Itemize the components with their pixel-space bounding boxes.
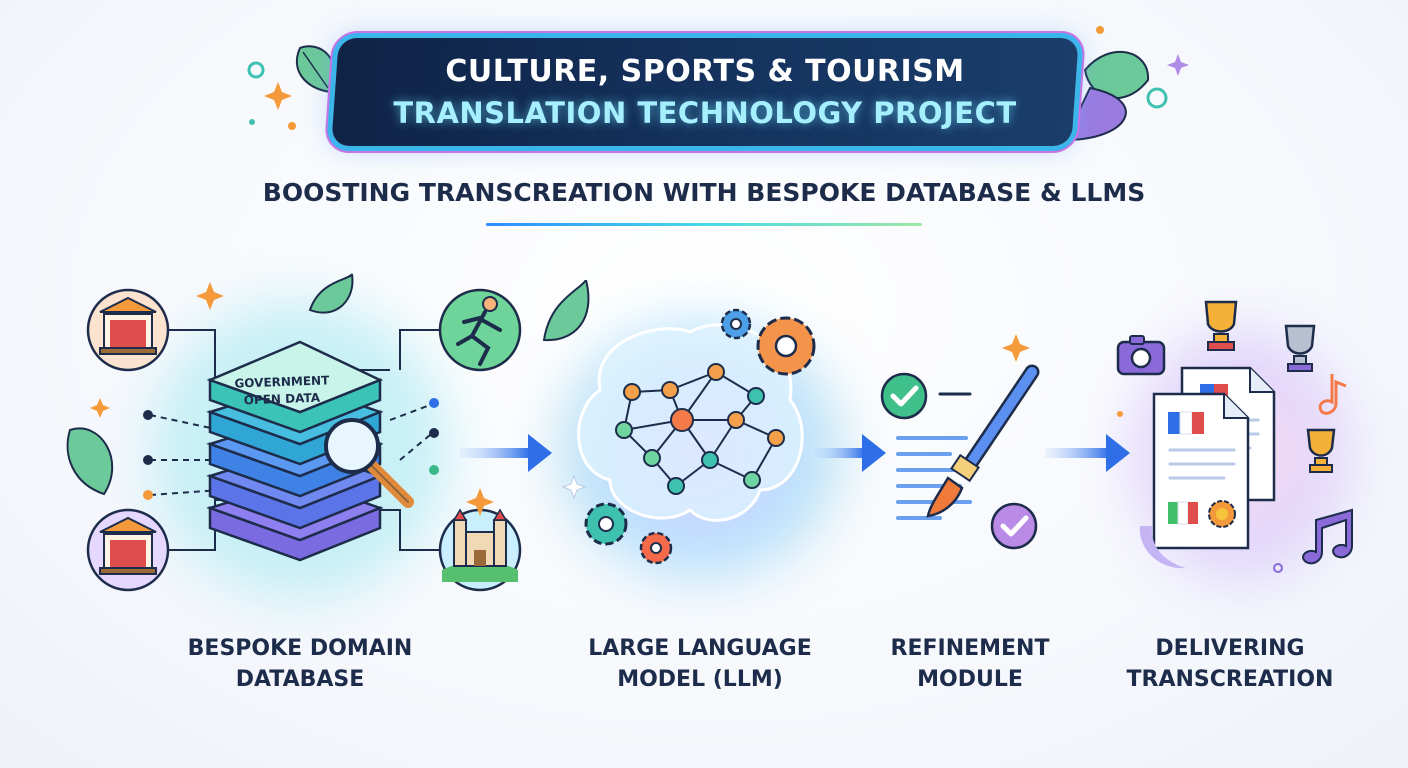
moon-icon	[1139, 526, 1186, 569]
gear-icon	[584, 502, 628, 546]
runner-icon	[438, 288, 522, 372]
db-label-line1: GOVERNMENT	[234, 373, 330, 390]
theater-icon	[86, 288, 170, 372]
document-icon	[1152, 392, 1250, 550]
banner-subtitle: TRANSLATION TECHNOLOGY PROJECT	[393, 96, 1017, 130]
stage-label-database: BESPOKE DOMAIN DATABASE	[120, 633, 480, 695]
page-subtitle: BOOSTING TRANSCREATION WITH BESPOKE DATA…	[262, 178, 1146, 207]
stage-refinement	[880, 334, 1040, 550]
music-note-icon	[1302, 508, 1353, 565]
leaf-icon	[1063, 51, 1150, 142]
arrow-refinement-to-delivery	[1045, 434, 1130, 472]
leaf-icon	[542, 280, 590, 342]
stage-label-llm: LARGE LANGUAGE MODEL (LLM)	[520, 633, 880, 695]
ring-decoration	[247, 61, 265, 79]
leaf-icon	[295, 45, 336, 94]
checkmark-icon	[880, 372, 928, 420]
banner-title: CULTURE, SPORTS & TOURISM	[445, 54, 965, 89]
sparkle-icon	[196, 282, 224, 310]
sparkle-icon	[1167, 54, 1189, 76]
stage-delivery	[1116, 300, 1353, 573]
stage-label-line: BESPOKE DOMAIN	[187, 636, 413, 661]
stage-label-line: MODULE	[917, 667, 1023, 692]
stage-label-line: LARGE LANGUAGE	[588, 636, 812, 661]
trophy-icon	[1284, 324, 1316, 372]
theater-icon	[86, 508, 170, 592]
music-note-icon	[1318, 374, 1347, 415]
castle-icon	[438, 508, 522, 592]
camera-icon	[1116, 335, 1166, 376]
subtitle-underline	[486, 223, 922, 226]
leaf-icon	[66, 427, 114, 496]
arrow-db-to-llm	[460, 434, 552, 472]
stage-label-refinement: REFINEMENT MODULE	[840, 633, 1100, 695]
magnifier-icon	[324, 418, 414, 508]
french-flag-icon	[1168, 411, 1204, 435]
flow-arrows	[460, 434, 1130, 472]
arrow-llm-to-refinement	[815, 434, 886, 472]
db-label-line2: OPEN DATA	[243, 391, 320, 408]
brain-network-icon	[577, 323, 804, 522]
stage-label-line: DELIVERING	[1155, 636, 1305, 661]
sparkle-icon	[264, 82, 292, 110]
gear-icon	[756, 316, 816, 376]
stage-label-line: REFINEMENT	[890, 636, 1050, 661]
sparkle-icon	[561, 474, 587, 500]
gear-icon	[720, 308, 752, 340]
stage-label-delivery: DELIVERING TRANSCREATION	[1100, 633, 1360, 695]
checkmark-icon	[990, 502, 1038, 550]
stage-label-line: DATABASE	[235, 667, 365, 692]
stage-label-line: TRANSCREATION	[1126, 667, 1334, 692]
trophy-icon	[1306, 428, 1336, 473]
trophy-icon	[1204, 300, 1238, 351]
stage-llm	[542, 280, 816, 565]
leaf-icon	[308, 273, 354, 314]
gear-icon	[639, 531, 673, 565]
italian-flag-icon	[1168, 501, 1198, 525]
sparkle-icon	[466, 488, 494, 516]
stage-label-line: MODEL (LLM)	[617, 667, 783, 692]
stage-database: GOVERNMENT OPEN DATA	[66, 273, 522, 592]
sparkle-icon	[90, 398, 110, 418]
ring-decoration	[1146, 87, 1168, 109]
sparkle-icon	[1002, 334, 1030, 362]
seal-icon	[1208, 500, 1236, 528]
paintbrush-icon	[926, 364, 1040, 518]
header-decorations	[247, 26, 1189, 142]
